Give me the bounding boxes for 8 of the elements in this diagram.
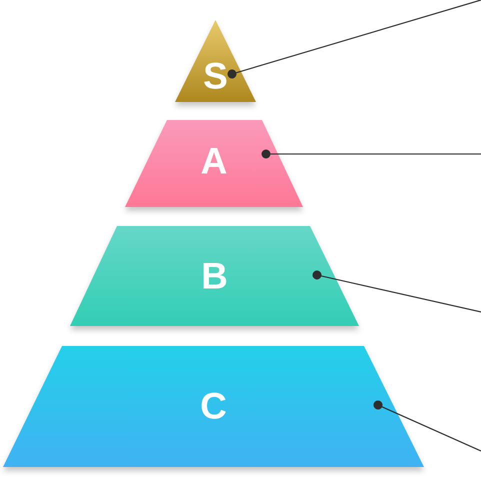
tier-letter: A: [200, 142, 228, 180]
leader-line: [374, 400, 481, 452]
tier-letter: S: [203, 58, 228, 94]
leader-line: [262, 150, 481, 158]
leader-line: [312, 270, 481, 313]
tier-letter: B: [201, 258, 228, 294]
leader-line: [228, 0, 481, 78]
tier-letter: C: [200, 388, 227, 424]
